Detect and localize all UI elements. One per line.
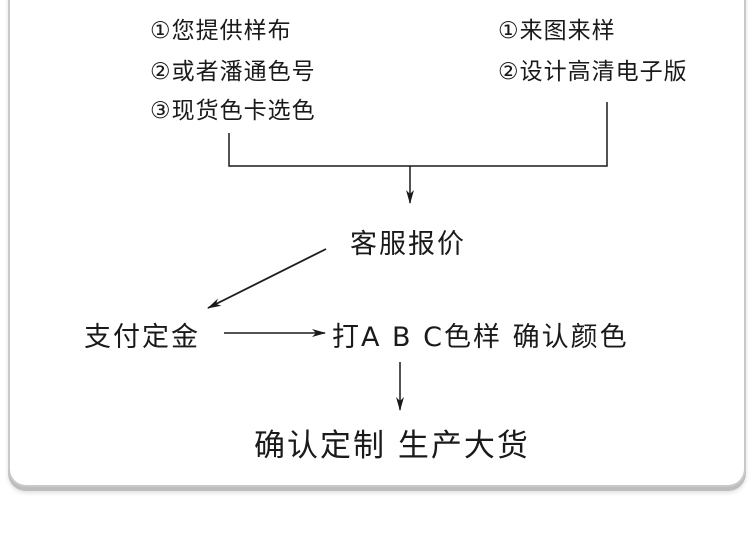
left-option-1: ①您提供样布 — [150, 18, 292, 44]
step-quote: 客服报价 — [350, 229, 466, 260]
step-deposit: 支付定金 — [84, 322, 200, 353]
bracket-line — [228, 102, 608, 167]
step-sample: 打A B C色样 确认颜色 — [332, 322, 629, 353]
card-frame — [8, 0, 746, 487]
left-option-3: ③现货色卡选色 — [150, 98, 316, 124]
right-option-2: ②设计高清电子版 — [498, 59, 688, 85]
left-option-2: ②或者潘通色号 — [150, 59, 316, 85]
arrow-quote-to-deposit — [207, 248, 327, 309]
right-option-1: ①来图来样 — [498, 18, 616, 44]
step-production: 确认定制 生产大货 — [254, 428, 530, 464]
